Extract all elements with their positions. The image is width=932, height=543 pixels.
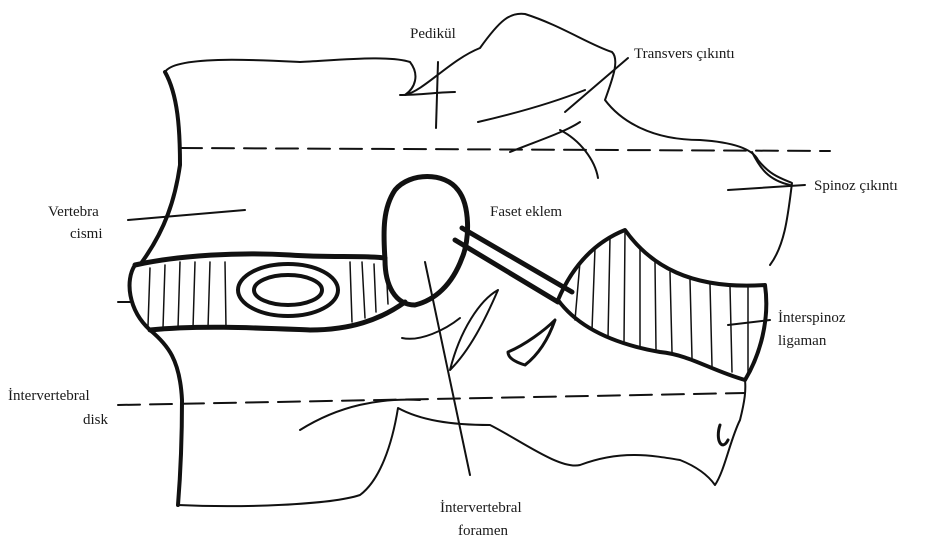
upper-vertebra-anterior-edge bbox=[142, 72, 180, 262]
upper-inner-fold bbox=[560, 130, 598, 178]
label-interspinoz-2: ligaman bbox=[778, 333, 827, 349]
upper-dashed-line bbox=[180, 148, 830, 151]
label-spinoz: Spinoz çıkıntı bbox=[814, 178, 898, 194]
facet-bar-top bbox=[462, 228, 572, 292]
lower-inner-arc bbox=[402, 318, 460, 339]
disc-front bbox=[130, 265, 150, 330]
disc-top-edge bbox=[135, 254, 385, 265]
lower-lamina bbox=[450, 290, 498, 370]
label-transvers: Transvers çıkıntı bbox=[634, 46, 735, 62]
interspinous-ligament bbox=[558, 230, 766, 380]
leader-lines bbox=[118, 58, 805, 475]
transverse-inner-curve bbox=[478, 90, 585, 122]
facet-bar-bottom bbox=[455, 240, 558, 302]
label-faset: Faset eklem bbox=[490, 204, 562, 220]
leader-spinoz bbox=[728, 185, 805, 190]
ligament-outline bbox=[558, 230, 766, 380]
label-interspinoz-1: İnterspinoz bbox=[778, 310, 846, 326]
leader-pedikul bbox=[436, 62, 438, 128]
intervertebral-disc bbox=[130, 254, 405, 330]
labels: Pedikül Transvers çıkıntı Spinoz çıkıntı… bbox=[8, 26, 898, 539]
lower-vertebra-inner-curve bbox=[300, 400, 420, 430]
leader-transvers bbox=[565, 58, 628, 112]
transverse-lower-curve bbox=[510, 122, 580, 152]
lower-vertebra-outline bbox=[178, 380, 745, 506]
label-foramen-1: İntervertebral bbox=[440, 500, 522, 516]
lower-vertebra-anterior-edge bbox=[150, 330, 182, 505]
label-pedikul: Pedikül bbox=[410, 26, 456, 42]
label-vertebra-2: cismi bbox=[70, 226, 103, 242]
label-disk-2: disk bbox=[83, 412, 109, 428]
label-disk-1: İntervertebral bbox=[8, 388, 90, 404]
nucleus-inner bbox=[254, 275, 322, 305]
leader-vertebra bbox=[128, 210, 245, 220]
leader-foramen bbox=[425, 262, 470, 475]
label-vertebra-1: Vertebra bbox=[48, 204, 99, 220]
lower-bottom-hook bbox=[718, 425, 728, 445]
label-foramen-2: foramen bbox=[458, 523, 508, 539]
disc-hatching bbox=[148, 262, 388, 328]
ligament-hatching bbox=[575, 232, 748, 376]
facet-joint bbox=[384, 177, 572, 306]
lower-articular-spur bbox=[508, 320, 555, 365]
lower-dashed-line bbox=[118, 393, 745, 405]
